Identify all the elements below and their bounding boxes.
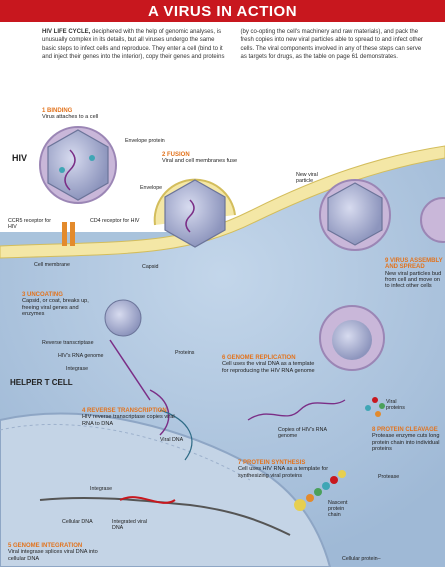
step-binding-text: Virus attaches to a cell (42, 114, 99, 121)
helper-t-cell-label: HELPER T CELL (10, 378, 73, 387)
hiv-label: HIV (12, 153, 28, 163)
hiv-virion (39, 126, 117, 204)
step-virus-assembly-title: 9 VIRUS ASSEMBLY AND SPREAD (385, 258, 443, 271)
step-genome-replication: 6 GENOME REPLICATION Cell uses the viral… (222, 355, 322, 374)
step-binding-title: 1 BINDING (42, 108, 73, 114)
envelope-label: Envelope (140, 185, 163, 191)
title-bar: A VIRUS IN ACTION (0, 0, 445, 22)
step-genome-integration-text: Viral integrase splices viral DNA into c… (8, 549, 98, 562)
step-fusion-title: 2 FUSION (162, 152, 190, 158)
step-virus-assembly-text: New viral particles bud from cell and mo… (385, 270, 442, 290)
cellular-dna-strand (39, 496, 291, 536)
step-protein-cleavage-title: 8 PROTEIN CLEAVAGE (372, 427, 438, 433)
intro-lead: HIV LIFE CYCLE, (42, 29, 91, 35)
step-uncoating: 3 UNCOATING Capsid, or coat, breaks up, … (22, 292, 98, 317)
cell-nucleus (0, 412, 332, 567)
proteins-label: Proteins (175, 350, 195, 356)
step-genome-integration: 5 GENOME INTEGRATION Viral integrase spl… (8, 543, 98, 562)
new-viral-particle (319, 179, 445, 251)
intro-paragraph: HIV LIFE CYCLE, deciphered with the help… (42, 28, 427, 61)
integrated-dna-label: Integrated viral DNA (112, 519, 148, 532)
ccr5-label: CCR5 receptor for HIV (8, 218, 51, 231)
step-reverse-transcription-text: HIV reverse transcriptase copies viral R… (82, 414, 175, 427)
viral-proteins-cluster (365, 397, 385, 417)
viral-dna-label: Viral DNA (160, 437, 184, 443)
step-uncoating-text: Capsid, or coat, breaks up, freeing vira… (22, 298, 89, 317)
cellular-dna-label: Cellular DNA (62, 519, 93, 525)
step-fusion-text: Viral and cell membranes fuse (162, 158, 238, 165)
step-reverse-transcription-title: 4 REVERSE TRANSCRIPTION (82, 408, 167, 414)
step-virus-assembly: 9 VIRUS ASSEMBLY AND SPREAD New viral pa… (385, 258, 443, 289)
cell-membrane-label: Cell membrane (34, 262, 70, 268)
fusing-virion (153, 178, 236, 248)
step-genome-integration-title: 5 GENOME INTEGRATION (8, 543, 83, 549)
step-protein-cleavage: 8 PROTEIN CLEAVAGE Protease enzyme cuts … (372, 427, 442, 452)
nascent-chain-label: Nascent protein chain (328, 500, 348, 519)
new-viral-particle-label: New viral particle (296, 172, 318, 185)
cellular-protein-label: Cellular protein– (342, 556, 381, 562)
step-genome-replication-text: Cell uses the viral DNA as a template fo… (222, 361, 315, 374)
step-reverse-transcription: 4 REVERSE TRANSCRIPTION HIV reverse tran… (82, 408, 182, 427)
page-title: A VIRUS IN ACTION (147, 2, 298, 20)
copies-rna-label: Copies of HIV's RNA genome (278, 427, 327, 440)
step-protein-synthesis-text: Cell uses HIV RNA as a template for synt… (238, 466, 329, 479)
integrase-label: Integrase (66, 366, 89, 372)
step-protein-synthesis-title: 7 PROTEIN SYNTHESIS (238, 460, 306, 466)
protein-chain (294, 470, 346, 511)
intro-body: deciphered with the help of genomic anal… (42, 29, 423, 60)
envelope-protein-label: Envelope protein (125, 138, 165, 144)
step-genome-replication-title: 6 GENOME REPLICATION (222, 355, 296, 361)
step-fusion: 2 FUSION Viral and cell membranes fuse (162, 152, 272, 165)
cd4-receptor (70, 222, 75, 246)
hiv-rna-genome-label: HIV's RNA genome (58, 353, 104, 359)
step-binding: 1 BINDING Virus attaches to a cell (42, 108, 142, 121)
viral-proteins-label: Viral proteins (386, 399, 405, 412)
uncoating-capsid (104, 299, 151, 401)
protease-label: Protease (378, 474, 400, 480)
step-uncoating-title: 3 UNCOATING (22, 292, 63, 298)
budding-virion (319, 305, 385, 371)
ccr5-receptor (62, 222, 67, 246)
capsid-label: Capsid (142, 264, 159, 270)
integrase-nuclear-label: Integrase (90, 486, 113, 492)
step-protein-synthesis: 7 PROTEIN SYNTHESIS Cell uses HIV RNA as… (238, 460, 338, 479)
step-protein-cleavage-text: Protease enzyme cuts long protein chain … (372, 433, 440, 452)
cd4-label: CD4 receptor for HIV (90, 218, 140, 224)
reverse-transcriptase-label: Reverse transcriptase (42, 340, 94, 346)
